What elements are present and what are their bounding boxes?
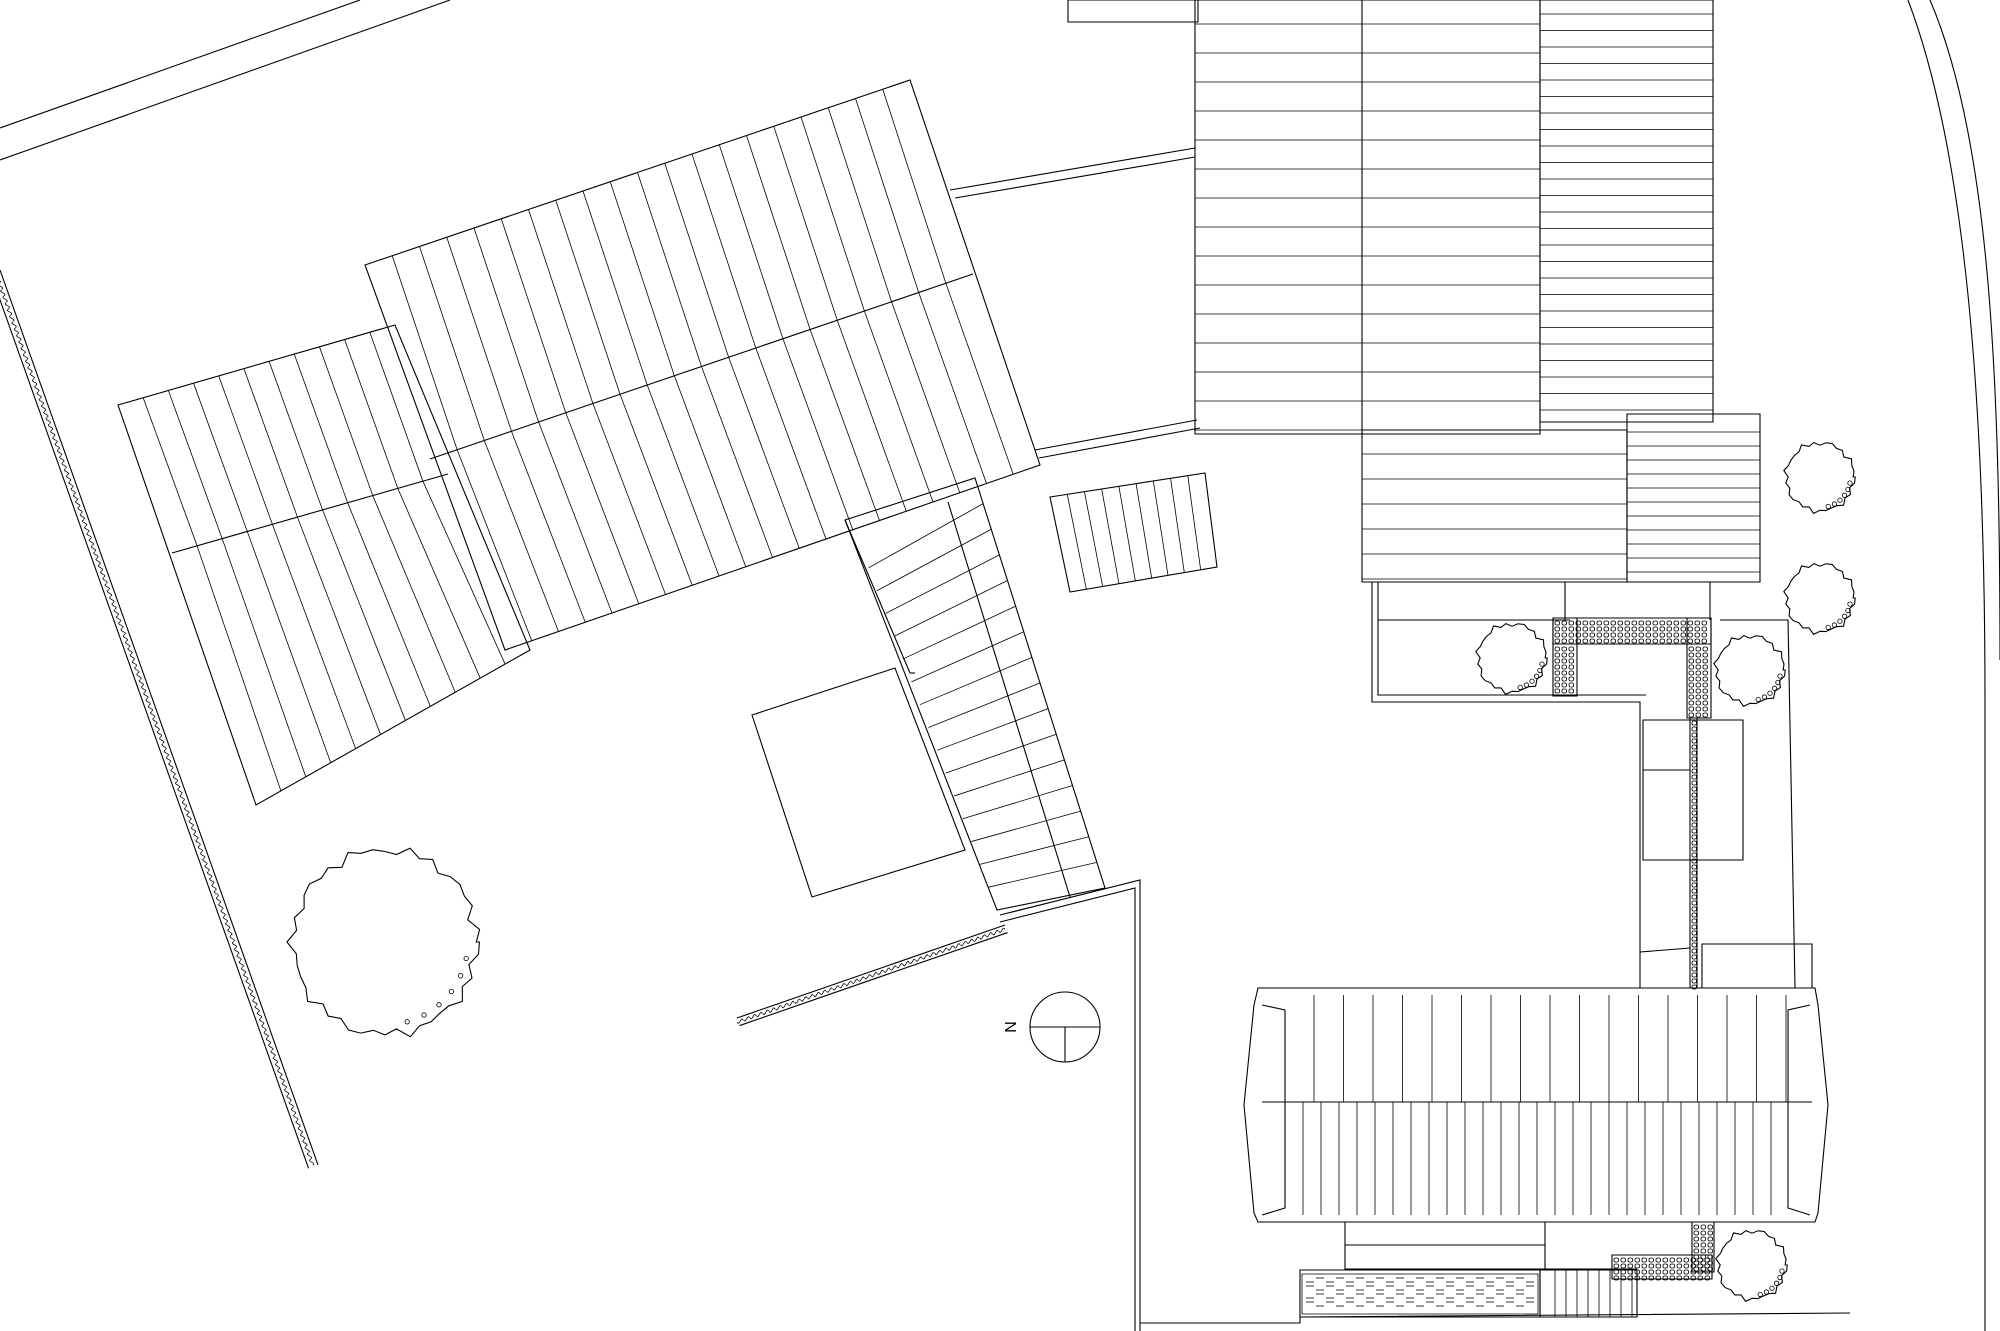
north-arrow: N	[1003, 992, 1100, 1062]
north-label: N	[1003, 1021, 1020, 1033]
hedge-left	[0, 270, 318, 1168]
hedge-middle	[737, 925, 1008, 1026]
stone-paths	[1553, 618, 1714, 1280]
small-tree	[1784, 443, 1855, 514]
small-tree	[1476, 624, 1547, 695]
small-tree	[1716, 1231, 1787, 1302]
paved-courtyard	[1300, 1222, 1637, 1317]
roof-bottom-right-building	[1244, 988, 1828, 1222]
small-tree	[1784, 564, 1855, 635]
connector-lines	[950, 148, 1200, 458]
small-tree	[1714, 636, 1785, 707]
small-trees	[1476, 443, 1855, 1302]
site-boundary	[1000, 880, 1850, 1331]
bridge-walkway	[845, 478, 1105, 910]
roof-top-right-block	[1068, 0, 1713, 434]
square-pad	[752, 668, 965, 897]
hedge-strips	[0, 270, 1008, 1168]
roof-main-right	[365, 80, 1040, 650]
small-stair	[1050, 473, 1217, 592]
large-tree	[287, 848, 480, 1036]
roof-main-left	[118, 325, 530, 805]
roof-middle-right-block	[1362, 414, 1760, 582]
courtyard-outline	[1372, 582, 1812, 988]
